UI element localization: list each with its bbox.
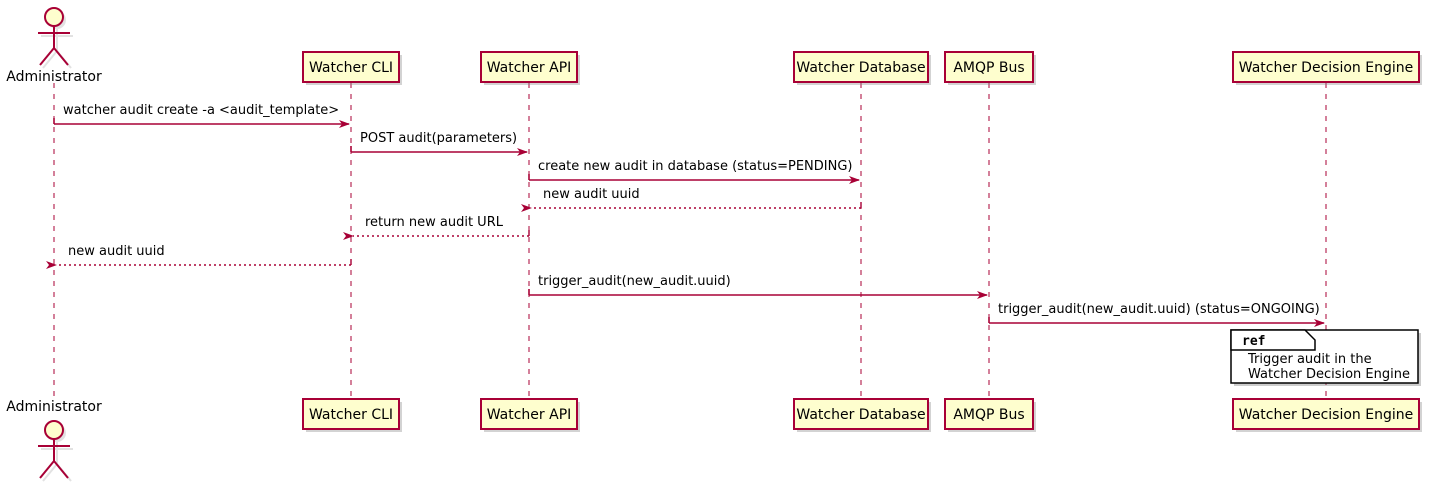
lifelines [53,83,1327,398]
message-8-trigger-audit-amqp-to-wde[interactable]: trigger_audit(new_audit.uuid) (status=ON… [988,302,1325,327]
participant-box-wde-top[interactable]: Watcher Decision Engine [1232,51,1422,85]
participant-label-amqp: AMQP Bus [953,407,1024,423]
participant-label-db: Watcher Database [796,407,925,423]
message-label: create new audit in database (status=PEN… [538,159,853,174]
actor-administrator-top[interactable]: Administrator [6,7,102,85]
actor-leg-right [53,47,69,66]
message-label: new audit uuid [543,187,640,202]
ref-fragment-tab-label: ref [1242,334,1265,349]
message-label: trigger_audit(new_audit.uuid) [538,274,731,289]
participant-label-db: Watcher Database [796,60,925,76]
ref-fragment-line-2: Watcher Decision Engine [1248,367,1410,382]
participant-label-wde: Watcher Decision Engine [1239,60,1413,76]
message-7-trigger-audit-api-to-amqp[interactable]: trigger_audit(new_audit.uuid) [528,274,988,299]
participant-box-cli-bottom[interactable]: Watcher CLI [302,398,402,432]
message-2-post-audit[interactable]: POST audit(parameters) [350,131,528,156]
participant-box-api-top[interactable]: Watcher API [480,51,580,85]
participant-box-db-top[interactable]: Watcher Database [793,51,931,85]
ref-fragment[interactable]: ref Trigger audit in the Watcher Decisio… [1230,329,1421,386]
actor-administrator-bottom[interactable]: Administrator [6,399,102,482]
actor-leg-right [53,460,69,479]
participant-box-cli-top[interactable]: Watcher CLI [302,51,402,85]
participant-label-api: Watcher API [487,407,572,423]
message-3-create-new-audit[interactable]: create new audit in database (status=PEN… [528,159,860,184]
ref-fragment-line-1: Trigger audit in the [1247,352,1372,367]
participant-box-amqp-top[interactable]: AMQP Bus [944,51,1036,85]
participant-box-api-bottom[interactable]: Watcher API [480,398,580,432]
actor-head-icon [44,7,64,27]
actor-leg-left [39,47,55,66]
ref-fragment-tab [1230,329,1316,351]
actor-leg-left [39,460,55,479]
participant-label-amqp: AMQP Bus [953,60,1024,76]
actor-head-icon [44,420,64,440]
actor-label-top: Administrator [6,69,102,85]
message-1-watcher-audit-create[interactable]: watcher audit create -a <audit_template> [53,103,350,128]
message-label: POST audit(parameters) [360,131,517,146]
participant-label-wde: Watcher Decision Engine [1239,407,1413,423]
message-6-new-audit-uuid-cli-to-admin[interactable]: new audit uuid [46,244,352,269]
participant-box-amqp-bottom[interactable]: AMQP Bus [944,398,1036,432]
message-label: return new audit URL [365,215,504,230]
message-label: new audit uuid [68,244,165,259]
participant-label-cli: Watcher CLI [309,60,393,76]
message-5-return-new-audit-url[interactable]: return new audit URL [343,215,530,240]
participant-label-cli: Watcher CLI [309,407,393,423]
participant-label-api: Watcher API [487,60,572,76]
participant-box-db-bottom[interactable]: Watcher Database [793,398,931,432]
message-4-new-audit-uuid-db-to-api[interactable]: new audit uuid [521,187,862,212]
participant-box-wde-bottom[interactable]: Watcher Decision Engine [1232,398,1422,432]
message-label: trigger_audit(new_audit.uuid) (status=ON… [998,302,1320,317]
actor-label-bottom: Administrator [6,399,102,415]
message-label: watcher audit create -a <audit_template> [63,103,339,118]
